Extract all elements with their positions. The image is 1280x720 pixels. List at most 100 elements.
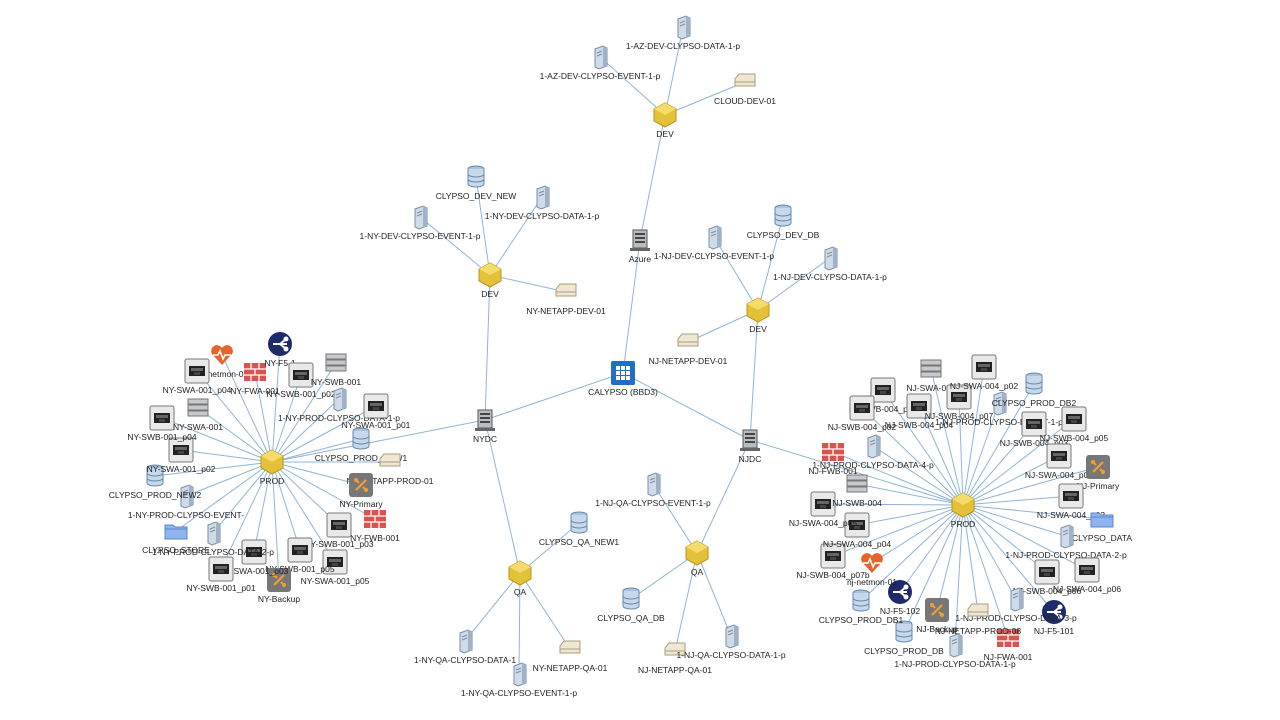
server-icon[interactable] — [701, 224, 727, 250]
firewall-icon[interactable] — [362, 506, 388, 532]
hex-icon[interactable] — [745, 297, 771, 323]
folder-icon[interactable] — [1089, 506, 1115, 532]
monitor-icon[interactable] — [859, 550, 885, 576]
sw-icon[interactable] — [1034, 559, 1060, 585]
firewall-icon[interactable] — [820, 439, 846, 465]
server-icon[interactable] — [587, 44, 613, 70]
hex-icon[interactable] — [259, 449, 285, 475]
node-label: NJ-SWA-004_p05 — [788, 518, 858, 528]
sw-icon[interactable] — [946, 384, 972, 410]
root-icon[interactable] — [610, 360, 636, 386]
db-icon[interactable] — [770, 203, 796, 229]
router-icon[interactable] — [924, 597, 950, 623]
sw-icon[interactable] — [1046, 443, 1072, 469]
link-nj-swb-004-p07 — [958, 396, 964, 506]
storage-icon[interactable] — [553, 279, 579, 305]
sw-icon[interactable] — [241, 539, 267, 565]
link-nj-swa-004-p04 — [856, 504, 964, 526]
sw-icon[interactable] — [870, 377, 896, 403]
storage-icon[interactable] — [732, 69, 758, 95]
sw-icon[interactable] — [288, 362, 314, 388]
db-icon[interactable] — [1021, 371, 1047, 397]
sw-icon[interactable] — [1058, 483, 1084, 509]
router-icon[interactable] — [266, 567, 292, 593]
dc-icon[interactable] — [627, 227, 653, 253]
server-icon[interactable] — [718, 623, 744, 649]
db-icon[interactable] — [848, 588, 874, 614]
db-icon[interactable] — [891, 619, 917, 645]
storage-icon[interactable] — [557, 636, 583, 662]
sw-icon[interactable] — [1021, 411, 1047, 437]
sw-icon[interactable] — [326, 512, 352, 538]
dc-icon[interactable] — [472, 407, 498, 433]
link-ny-primary — [271, 461, 362, 486]
storage-icon[interactable] — [675, 329, 701, 355]
sw-icon[interactable] — [322, 549, 348, 575]
server-icon[interactable] — [452, 628, 478, 654]
server-icon[interactable] — [640, 471, 666, 497]
sw-icon[interactable] — [184, 358, 210, 384]
link-1-nj-dev-clypso-event-1-p — [713, 236, 759, 311]
sw-icon[interactable] — [208, 556, 234, 582]
link-1-nj-qa-clypso-data-1-p — [696, 552, 732, 637]
node-label: 1-NY-PROD-CLYPSO-DATA-1-p — [277, 413, 401, 423]
sw-icon[interactable] — [810, 491, 836, 517]
link-nj-swb-004-p01 — [882, 389, 964, 506]
sw-icon[interactable] — [849, 395, 875, 421]
server-icon[interactable] — [942, 632, 968, 658]
storage-icon[interactable] — [662, 638, 688, 664]
balancer-icon[interactable] — [1041, 599, 1067, 625]
hex-icon[interactable] — [652, 102, 678, 128]
stack-icon[interactable] — [844, 471, 870, 497]
server-icon[interactable] — [506, 661, 532, 687]
sw-icon[interactable] — [971, 354, 997, 380]
balancer-icon[interactable] — [887, 579, 913, 605]
sw-icon[interactable] — [844, 512, 870, 538]
balancer-icon[interactable] — [267, 331, 293, 357]
stack-icon[interactable] — [185, 395, 211, 421]
hex-icon[interactable] — [684, 540, 710, 566]
sw-icon[interactable] — [1061, 406, 1087, 432]
server-icon[interactable] — [860, 433, 886, 459]
stack-icon[interactable] — [918, 356, 944, 382]
db-icon[interactable] — [463, 164, 489, 190]
server-icon[interactable] — [200, 520, 226, 546]
server-icon[interactable] — [670, 14, 696, 40]
db-icon[interactable] — [566, 510, 592, 536]
server-icon[interactable] — [986, 390, 1012, 416]
server-icon[interactable] — [326, 386, 352, 412]
hex-icon[interactable] — [477, 262, 503, 288]
sw-icon[interactable] — [820, 543, 846, 569]
server-icon[interactable] — [173, 483, 199, 509]
node-label: NJ-SWA-004 — [906, 383, 956, 393]
sw-icon[interactable] — [168, 437, 194, 463]
sw-icon[interactable] — [906, 393, 932, 419]
server-icon[interactable] — [1053, 523, 1079, 549]
stack-icon[interactable] — [323, 350, 349, 376]
firewall-icon[interactable] — [995, 625, 1021, 651]
sw-icon[interactable] — [287, 537, 313, 563]
server-icon[interactable] — [1003, 586, 1029, 612]
storage-icon[interactable] — [965, 599, 991, 625]
sw-icon[interactable] — [149, 405, 175, 431]
dc-icon[interactable] — [737, 427, 763, 453]
folder-icon[interactable] — [163, 518, 189, 544]
hex-icon[interactable] — [507, 560, 533, 586]
db-icon[interactable] — [618, 586, 644, 612]
monitor-icon[interactable] — [209, 342, 235, 368]
link-ny-f5-1 — [271, 343, 281, 463]
sw-icon[interactable] — [1074, 557, 1100, 583]
sw-icon[interactable] — [363, 393, 389, 419]
server-icon[interactable] — [407, 204, 433, 230]
router-icon[interactable] — [1085, 454, 1111, 480]
node-label: NJ-SWA-004_p01 — [1024, 470, 1094, 480]
db-icon[interactable] — [348, 426, 374, 452]
hex-icon[interactable] — [950, 492, 976, 518]
router-icon[interactable] — [348, 472, 374, 498]
server-icon[interactable] — [817, 245, 843, 271]
server-icon[interactable] — [529, 184, 555, 210]
firewall-icon[interactable] — [242, 359, 268, 385]
link-1-ny-dev-clypso-data-1-p — [489, 196, 543, 276]
storage-icon[interactable] — [377, 449, 403, 475]
db-icon[interactable] — [142, 463, 168, 489]
